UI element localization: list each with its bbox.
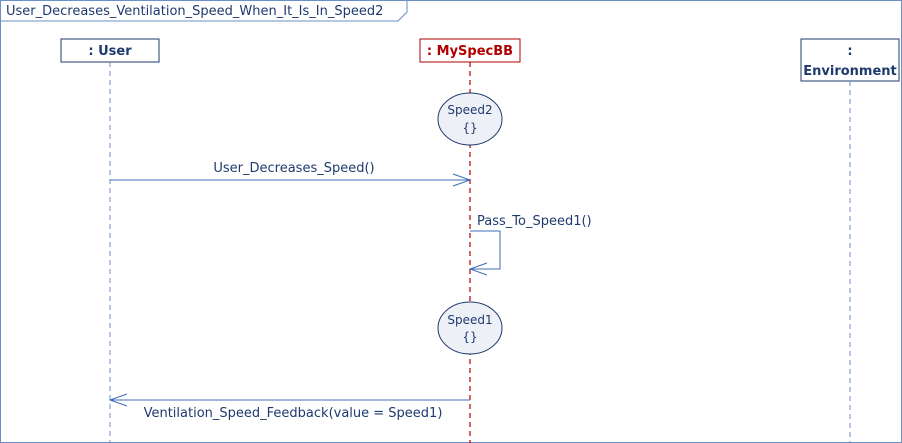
- state-speed2-body: {}: [462, 121, 477, 135]
- message-pass-to-speed1-line[interactable]: [470, 230, 501, 270]
- state-speed1-shape[interactable]: [437, 301, 503, 355]
- lifeline-user[interactable]: : User: [60, 38, 160, 443]
- lifeline-user-label: : User: [88, 44, 132, 59]
- frame-title: User_Decreases_Ventilation_Speed_When_It…: [6, 4, 383, 19]
- state-speed2-shape[interactable]: [437, 92, 503, 146]
- lifeline-myspecbb-label: : MySpecBB: [427, 44, 513, 59]
- state-speed1-name: Speed1: [447, 313, 492, 327]
- state-speed2-name: Speed2: [447, 103, 492, 117]
- lifeline-environment-label: Environment: [803, 64, 897, 79]
- state-speed1-body: {}: [462, 330, 477, 344]
- lifeline-environment[interactable]: : Environment: [800, 38, 900, 443]
- message-user-decreases-speed[interactable]: User_Decreases_Speed(): [110, 161, 472, 187]
- message-ventilation-speed-feedback-label: Ventilation_Speed_Feedback(value = Speed…: [144, 406, 443, 421]
- arrowhead-open-icon: [108, 393, 128, 407]
- message-pass-to-speed1-label: Pass_To_Speed1(): [477, 214, 592, 229]
- message-pass-to-speed1[interactable]: Pass_To_Speed1(): [468, 214, 592, 276]
- state-speed2[interactable]: Speed2 {}: [437, 92, 503, 146]
- lifeline-environment-label-colon: :: [847, 44, 852, 59]
- frame-title-tab: [0, 0, 408, 22]
- arrowhead-open-icon: [452, 173, 472, 187]
- message-ventilation-speed-feedback[interactable]: Ventilation_Speed_Feedback(value = Speed…: [108, 393, 470, 421]
- lifeline-environment-head[interactable]: [800, 38, 900, 82]
- message-user-decreases-speed-label: User_Decreases_Speed(): [213, 161, 374, 176]
- state-speed1[interactable]: Speed1 {}: [437, 301, 503, 355]
- arrowhead-open-icon: [468, 262, 488, 276]
